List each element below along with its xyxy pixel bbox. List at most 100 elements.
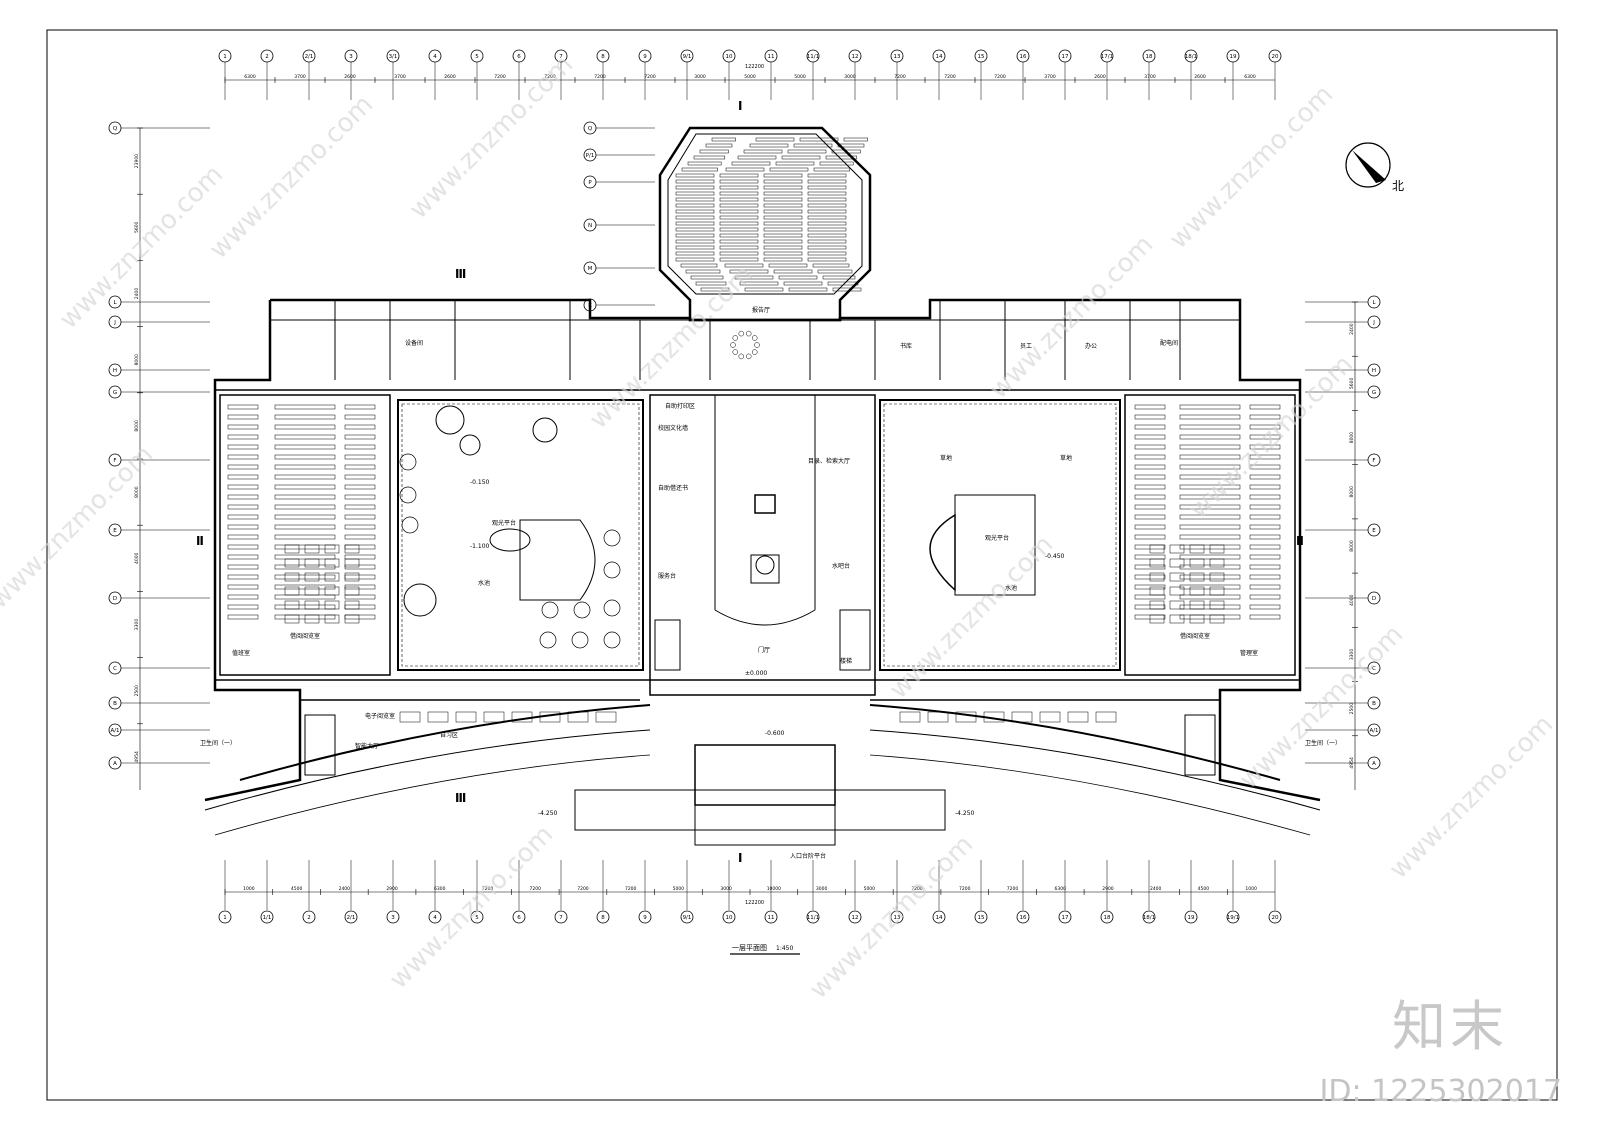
seat-row [675, 251, 715, 256]
seat-row [719, 221, 759, 226]
shelf [1249, 404, 1281, 410]
label-mgmt: 管理室 [1240, 649, 1258, 657]
shelf [274, 524, 336, 530]
right-dim-value: 2500 [1349, 703, 1355, 715]
right-axis-label: B [1372, 701, 1376, 707]
top-axis-circle [596, 49, 610, 63]
meeting-seat [751, 335, 758, 341]
seat-row [719, 257, 759, 262]
top-axis-circle [218, 49, 232, 63]
seat-row [719, 203, 759, 208]
seat-row [781, 155, 821, 160]
study-table [1095, 711, 1117, 723]
reading-table [324, 544, 340, 554]
bottom-dim-value: 7200 [482, 886, 494, 892]
bottom-dim-value: 7200 [625, 886, 637, 892]
seat-row [675, 191, 715, 196]
left-axis-circle [108, 453, 122, 467]
bottom-axis-circle [1142, 910, 1156, 924]
seat-row [763, 209, 803, 214]
north-label: 北 [1392, 179, 1404, 193]
label-self-borrow: 自助借还书 [658, 484, 688, 492]
left-axis-label: L [113, 300, 117, 306]
label-courtyard-right: 观光平台 [985, 534, 1009, 542]
shelf [227, 544, 259, 550]
round-table [603, 561, 621, 579]
bottom-dim-value: 4500 [1198, 886, 1210, 892]
shelf [344, 414, 376, 420]
top-axis-label: 19 [1230, 54, 1237, 60]
shelf [344, 524, 376, 530]
bottom-axis-label: 17 [1062, 915, 1069, 921]
bottom-axis-circle [386, 910, 400, 924]
bottom-dim-value: 7200 [530, 886, 542, 892]
seat-row [763, 197, 803, 202]
right-axis-label: A [1372, 761, 1376, 767]
top-dim-value: 3700 [394, 74, 406, 80]
bottom-axis-circle [1226, 910, 1240, 924]
label-pool-right: 水池 [1005, 584, 1017, 592]
watermark-site: www.znzmo.com [804, 830, 979, 1005]
shelf [344, 594, 376, 600]
seat-row [773, 269, 813, 274]
building-walls [204, 126, 1321, 846]
bottom-axis-circle [638, 910, 652, 924]
shelf [1179, 504, 1241, 510]
shelf [227, 404, 259, 410]
bottom-axis-circle [764, 910, 778, 924]
shelf [1179, 484, 1241, 490]
level-ground: ±0.000 [745, 670, 767, 677]
shelf [227, 614, 259, 620]
label-duty: 值班室 [232, 649, 250, 657]
bottom-axis-label: 15 [978, 915, 985, 921]
shelf [1179, 494, 1241, 500]
bottom-axis-circle [428, 910, 442, 924]
shelf [1249, 564, 1281, 570]
top-dim-value: 2600 [444, 74, 456, 80]
shelf [274, 404, 336, 410]
study-table [927, 711, 949, 723]
label-courtyard-left: 观光平台 [492, 519, 516, 527]
reading-table [284, 600, 300, 610]
top-dim-value: 7200 [994, 74, 1006, 80]
reading-table [344, 558, 360, 568]
watermark-site: www.znzmo.com [1164, 80, 1339, 255]
top-dim-value: 5000 [794, 74, 806, 80]
shelf [274, 494, 336, 500]
shelf [274, 434, 336, 440]
seat-row [807, 179, 847, 184]
meeting-seat [730, 342, 736, 348]
reading-table [1209, 558, 1225, 568]
seat-row [737, 155, 777, 160]
shelf [274, 514, 336, 520]
round-table [571, 631, 589, 649]
left-dim-value: 2400 [134, 288, 140, 300]
seat-row [763, 245, 803, 250]
top-axis-label: 4 [433, 54, 437, 60]
shelf [274, 504, 336, 510]
round-tables [399, 330, 760, 649]
top-axis-label: 9/1 [683, 54, 692, 60]
left-dim-value: 4000 [134, 552, 140, 564]
label-reading-left: 借阅阅览室 [290, 632, 320, 640]
shelf [227, 474, 259, 480]
shelf [1134, 504, 1166, 510]
round-table [539, 631, 557, 649]
entrance-steps [694, 744, 836, 806]
shelf [1249, 424, 1281, 430]
title-scale: 1:450 [776, 945, 793, 952]
bottom-dim-value: 4500 [291, 886, 303, 892]
bottom-axis-label: 9/1 [683, 915, 692, 921]
seat-row [719, 245, 759, 250]
shelf [344, 434, 376, 440]
section-left-top: Ⅲ [455, 267, 466, 281]
study-table [983, 711, 1005, 723]
bottom-axis-circle [1268, 910, 1282, 924]
bottom-axis-circle [932, 910, 946, 924]
study-table [455, 711, 477, 723]
shelf [1249, 514, 1281, 520]
